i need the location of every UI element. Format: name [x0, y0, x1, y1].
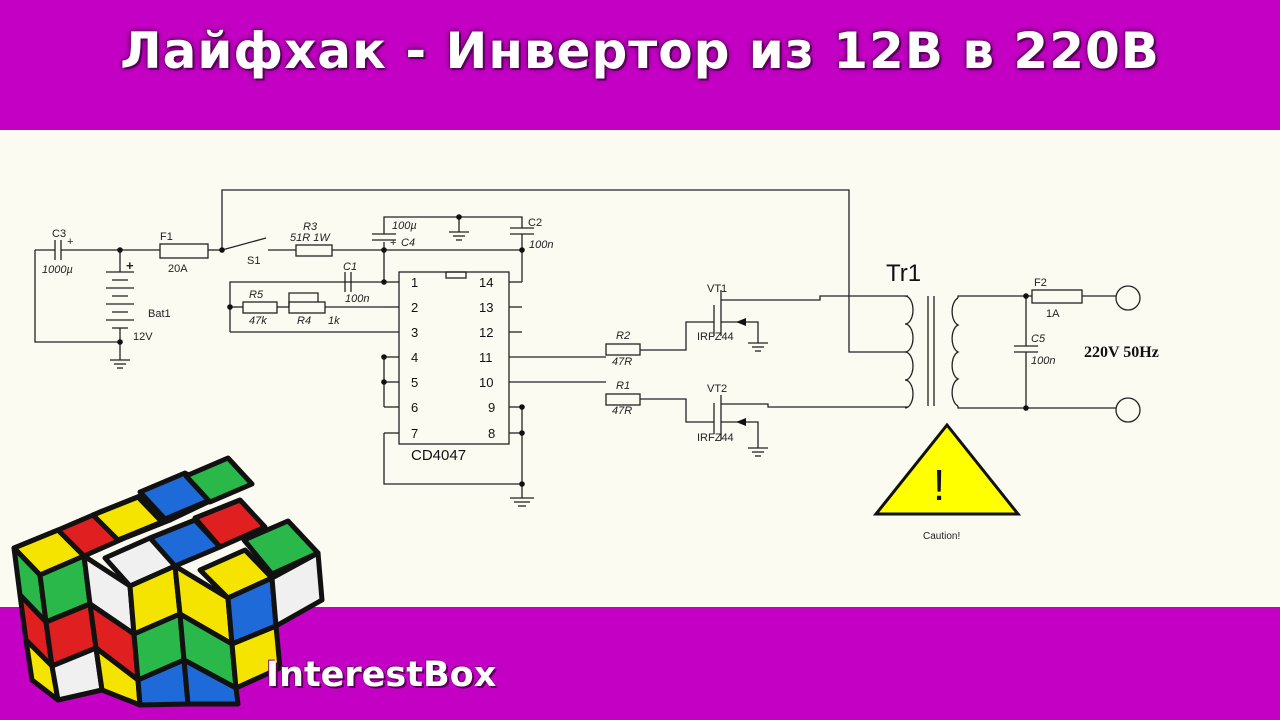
- output-label: 220V 50Hz: [1084, 344, 1159, 361]
- ic-pin-1: 1: [411, 275, 418, 290]
- c2-value: 100n: [529, 239, 553, 251]
- ic-pin-6: 6: [411, 400, 418, 415]
- c5-value: 100n: [1031, 355, 1055, 367]
- ic-pin-5: 5: [411, 375, 418, 390]
- ic-pin-12: 12: [479, 325, 493, 340]
- c3-value: 1000µ: [42, 264, 73, 276]
- c3-plus: +: [67, 236, 73, 248]
- r3-ref: R3: [303, 221, 318, 233]
- c1-value: 100n: [345, 293, 369, 305]
- warning-symbol: !: [933, 461, 945, 510]
- vt1-ref: VT1: [707, 283, 727, 295]
- vt1-value: IRFZ44: [697, 331, 734, 343]
- r5-value: 47k: [249, 315, 267, 327]
- r1-ref: R1: [616, 380, 630, 392]
- f1-ref: F1: [160, 231, 173, 243]
- ic-pin-9: 9: [488, 400, 495, 415]
- ic-pin-2: 2: [411, 300, 418, 315]
- r4-ref: R4: [297, 315, 311, 327]
- ic-pin-7: 7: [411, 426, 418, 441]
- r2-value: 47R: [612, 356, 632, 368]
- warning-icon: [872, 422, 1022, 516]
- warning-label: Caution!: [923, 531, 960, 542]
- ic-pin-13: 13: [479, 300, 493, 315]
- f2-value: 1A: [1046, 308, 1060, 320]
- c2-ref: C2: [528, 217, 542, 229]
- c4-value: 100µ: [392, 220, 417, 232]
- c1-ref: C1: [343, 261, 357, 273]
- ic-pin-10: 10: [479, 375, 493, 390]
- bat1-ref: Bat1: [148, 308, 171, 320]
- vt2-value: IRFZ44: [697, 432, 734, 444]
- bat1-value: 12V: [133, 331, 153, 343]
- ic-pin-8: 8: [488, 426, 495, 441]
- ic-pin-14: 14: [479, 275, 493, 290]
- ic-pin-4: 4: [411, 350, 418, 365]
- vt2-ref: VT2: [707, 383, 727, 395]
- r2-ref: R2: [616, 330, 630, 342]
- ic-name: CD4047: [411, 447, 466, 464]
- brand-name: InterestBox: [266, 655, 497, 695]
- page-title: Лайфхак - Инвертор из 12В в 220В: [120, 22, 1160, 80]
- c4-ref: C4: [401, 237, 415, 249]
- f2-ref: F2: [1034, 277, 1047, 289]
- c3-ref: C3: [52, 228, 66, 240]
- r3-value: 51R 1W: [290, 232, 331, 244]
- tr1-ref: Tr1: [886, 260, 921, 287]
- bat1-plus: +: [126, 258, 134, 273]
- header-band: [0, 0, 1280, 130]
- s1-ref: S1: [247, 255, 260, 267]
- r5-ref: R5: [249, 289, 264, 301]
- ic-pin-11: 11: [479, 350, 493, 365]
- r1-value: 47R: [612, 405, 632, 417]
- c5-ref: C5: [1031, 333, 1046, 345]
- r4-value: 1k: [328, 315, 340, 327]
- ic-pin-3: 3: [411, 325, 418, 340]
- c4-plus: +: [390, 237, 396, 249]
- f1-value: 20A: [168, 263, 188, 275]
